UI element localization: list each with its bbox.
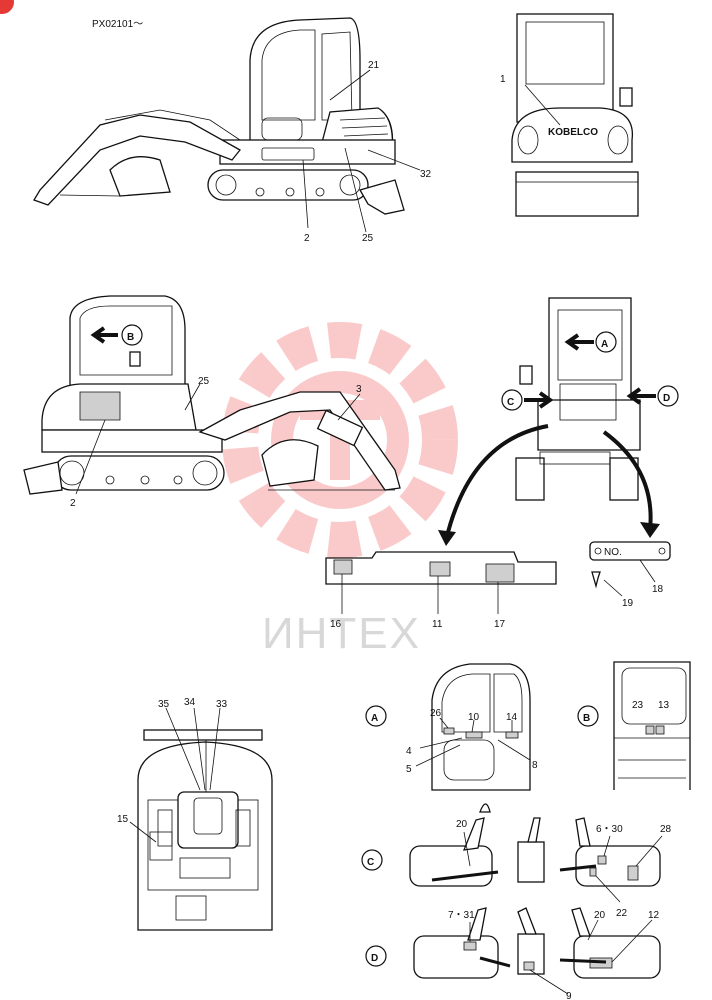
callout-11: 11 — [432, 619, 443, 630]
view-b-title: B — [583, 713, 590, 724]
callout-9: 9 — [566, 991, 572, 1000]
view-c-title: C — [367, 857, 374, 868]
watermark-text: ИНТЕХ — [262, 609, 421, 658]
view-d-label: D — [663, 393, 670, 404]
excavator-front-view — [511, 13, 639, 217]
callout-5: 5 — [406, 764, 412, 775]
callout-8: 8 — [532, 760, 538, 771]
callout-15: 15 — [117, 814, 129, 825]
name-plate — [589, 541, 671, 597]
callout-22: 22 — [616, 908, 628, 919]
callout-7-31: 7・31 — [448, 910, 475, 921]
view-d-drawing — [413, 907, 661, 995]
callout-1: 1 — [500, 74, 506, 85]
callout-14: 14 — [506, 712, 518, 723]
callout-18: 18 — [652, 584, 664, 595]
callout-35: 35 — [158, 699, 170, 710]
view-a-marker — [595, 331, 617, 353]
view-c-label: C — [507, 397, 514, 408]
callout-34: 34 — [184, 697, 196, 708]
excavator-side-view-left — [23, 295, 401, 495]
watermark-gear-logo — [222, 322, 458, 558]
excavator-side-view-right — [33, 17, 421, 233]
arrow-c — [524, 391, 554, 409]
callout-19: 19 — [622, 598, 634, 609]
callout-16: 16 — [330, 619, 342, 630]
callout-4: 4 — [406, 746, 412, 757]
view-c-circle — [361, 849, 383, 871]
callout-20-c: 20 — [456, 819, 468, 830]
callout-2-left: 2 — [70, 498, 76, 509]
callout-17: 17 — [494, 619, 506, 630]
arrow-a — [564, 333, 594, 351]
callout-32: 32 — [420, 169, 432, 180]
view-b-label-left: B — [127, 332, 134, 343]
arrow-left-b — [90, 326, 118, 344]
callout-3: 3 — [356, 384, 362, 395]
curved-arrow-to-plate — [602, 430, 653, 531]
view-d-title: D — [371, 953, 378, 964]
callout-6-30: 6・30 — [596, 824, 623, 835]
view-b-marker-left — [121, 324, 143, 346]
callout-20-d: 20 — [594, 910, 606, 921]
view-c-marker — [501, 389, 523, 411]
view-b-circle — [577, 705, 599, 727]
view-a-circle — [365, 705, 387, 727]
excavator-rear-view — [515, 297, 641, 501]
callout-2: 2 — [304, 233, 310, 244]
arrow-d — [626, 387, 656, 405]
view-d-circle — [365, 945, 387, 967]
callout-10: 10 — [468, 712, 480, 723]
view-a-title: A — [371, 713, 378, 724]
view-b-drawing — [613, 661, 691, 790]
callout-28: 28 — [660, 824, 672, 835]
plate-text: NO. — [604, 547, 622, 558]
view-c-drawing — [409, 803, 663, 903]
curved-arrow-to-strip — [444, 424, 549, 541]
serial-code: PX02101～ — [92, 19, 143, 30]
view-a-drawing — [415, 663, 531, 791]
callout-33: 33 — [216, 699, 228, 710]
callout-23: 23 — [632, 700, 644, 711]
callout-21: 21 — [368, 60, 380, 71]
corner-marker — [0, 0, 14, 14]
cab-top-view — [129, 707, 273, 931]
view-d-marker — [657, 385, 679, 407]
callout-12: 12 — [648, 910, 660, 921]
callout-13: 13 — [658, 700, 670, 711]
callout-25: 25 — [362, 233, 374, 244]
callout-25-left: 25 — [198, 376, 210, 387]
callout-26: 26 — [430, 708, 442, 719]
front-kobelco-logo: KOBELCO — [548, 127, 598, 138]
decal-strip — [325, 551, 557, 614]
view-a-label: A — [601, 339, 608, 350]
